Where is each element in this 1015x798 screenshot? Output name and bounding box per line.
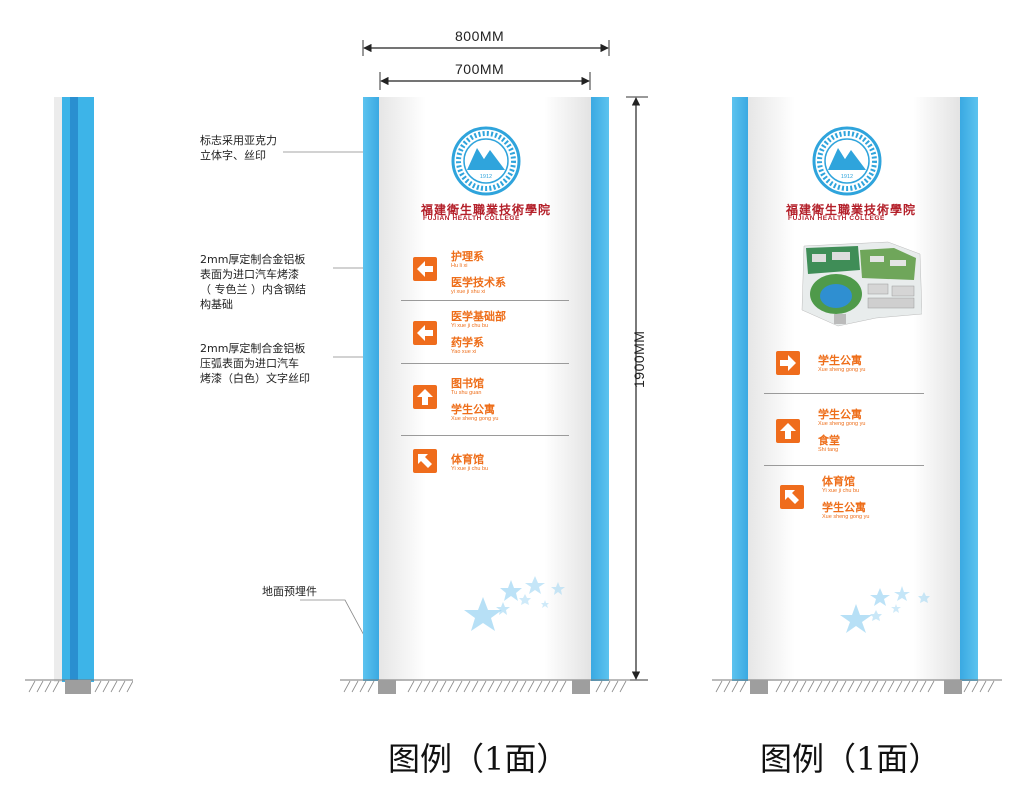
sign-2: 1912 福建衛生職業技術學院 FUJIAN HEALTH COLLEGE 学生… <box>732 97 978 681</box>
school-name-en: FUJIAN HEALTH COLLEGE <box>423 215 520 222</box>
school-name-cn: 福建衛生職業技術學院 <box>786 203 917 217</box>
up-left-arrow-icon <box>780 485 804 509</box>
decorative-stars-icon <box>464 576 565 631</box>
sign-1-ground <box>340 679 630 694</box>
up-arrow-icon <box>413 385 437 409</box>
divider <box>401 363 569 364</box>
dim-inner-width: 700MM <box>455 61 505 77</box>
svg-text:1912: 1912 <box>841 174 853 180</box>
college-logo-icon: 1912 <box>451 126 521 196</box>
panel-note: 2mm厚定制合金铝板压弧表面为进口汽车 烤漆（白色）文字丝印 <box>200 342 310 385</box>
side-view-sign <box>54 97 94 682</box>
logo-note: 标志采用亚克力立体字、丝印 <box>200 134 277 162</box>
dim-height: 1900MM <box>631 330 647 388</box>
sign-1-frame-left <box>363 97 379 681</box>
divider <box>764 393 924 394</box>
frame-note: 2mm厚定制合金铝板表面为进口汽车烤漆 （ 专色兰 ）内含钢结构基础 <box>200 253 306 311</box>
sign-2-group-3: 体育馆 Yi xue ji chu bu 学生公寓 Xue sheng gong… <box>822 475 870 520</box>
caption-sign-2: 图例（1面） <box>760 740 941 778</box>
sign-1: 1912 福建衛生職業技術學院 FUJIAN HEALTH COLLEGE 护理… <box>363 97 609 681</box>
dim-outer-width: 800MM <box>455 28 505 44</box>
divider <box>401 435 569 436</box>
sign-2-group-1: 学生公寓 Xue sheng gong yu <box>818 354 866 373</box>
left-arrow-icon <box>413 321 437 345</box>
sign-1-group-2: 医学基础部 Yi xue ji chu bu 药学系 Yao xue xi <box>451 310 506 355</box>
left-arrow-icon <box>413 257 437 281</box>
up-left-arrow-icon <box>413 449 437 473</box>
sign-2-frame-left <box>732 97 748 681</box>
school-name-cn: 福建衛生職業技術學院 <box>421 203 552 217</box>
sign-2-group-2: 学生公寓 Xue sheng gong yu 食堂 Shi tang <box>818 408 866 453</box>
sign-1-frame-right <box>591 97 609 681</box>
sign-1-group-1: 护理系 Hu li xi 医学技术系 yi xue ji shu xi <box>451 250 506 295</box>
school-name-en: FUJIAN HEALTH COLLEGE <box>788 215 885 222</box>
right-arrow-icon <box>776 351 800 375</box>
sign-2-frame-right <box>960 97 978 681</box>
divider <box>401 300 569 301</box>
sign-2-ground <box>712 679 1002 694</box>
decorative-stars-icon <box>840 586 930 633</box>
sign-1-group-4: 体育馆 Yi xue ji chu bu <box>451 453 489 472</box>
svg-text:1912: 1912 <box>480 174 492 180</box>
side-view-ground <box>25 679 133 694</box>
up-arrow-icon <box>776 419 800 443</box>
divider <box>764 465 924 466</box>
campus-map-image <box>801 241 922 327</box>
ground-note: 地面预埋件 <box>262 585 317 598</box>
sign-1-group-3: 图书馆 Tu shu guan 学生公寓 Xue sheng gong yu <box>451 377 499 422</box>
caption-sign-1: 图例（1面） <box>388 740 569 778</box>
college-logo-icon: 1912 <box>812 126 882 196</box>
